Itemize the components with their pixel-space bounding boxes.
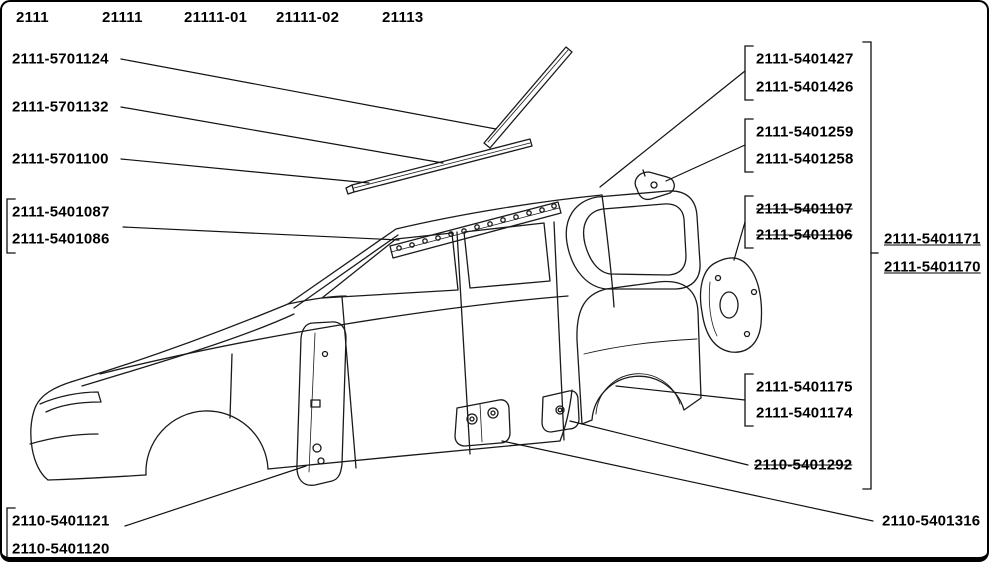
car-body-drawing [29,194,615,481]
model-code: 21111-01 [184,9,248,26]
model-code: 2111 [16,9,49,26]
bracket-right-pair-bracket [744,118,754,173]
part-label-5401174: 2111-5401174 [754,404,855,422]
part-label-5401170-replacement: 2111-5401170 [882,258,983,276]
model-code: 21111 [102,9,143,26]
part-label-5401171-replacement: 2111-5401171 [882,230,983,248]
bumper-line [29,433,99,445]
part-label-5401292-superseded: 2110-5401292 [752,456,855,474]
part-label-5401120: 2110-5401120 [10,540,112,558]
leader-5401259 [665,144,746,182]
model-code: 21113 [382,9,424,26]
leader-5401316 [501,440,874,522]
model-code: 21111-02 [276,9,340,26]
b-pillar-part [296,321,347,486]
leader-5401087 [122,226,400,241]
part-label-5401427: 2111-5401427 [754,50,856,68]
body-silhouette [30,194,603,481]
rear-door-window [463,222,551,289]
perforated-roof-side-member-part [389,201,562,259]
front-door-window [321,232,459,299]
rear-lower-open-edge [559,389,573,442]
part-label-5401107-superseded: 2111-5401107 [754,200,855,218]
bracket-left-pair-pillar [6,507,16,557]
part-label-5401175: 2111-5401175 [754,378,855,396]
leader-5701100 [120,158,370,184]
part-label-5701132: 2111-5701132 [10,98,111,116]
bracket-left-pair-rail [6,198,16,254]
hood-crease [81,313,295,387]
bracket-right-pair-window-frame [744,45,754,101]
exploded-parts [296,46,763,486]
rear-door-seam [553,221,565,441]
part-label-5701100: 2111-5701100 [10,150,111,168]
leader-lines [120,58,874,527]
part-label-5401121: 2110-5401121 [10,512,112,530]
rear-quarter-panel-part [576,280,702,425]
front-lower-edge [47,474,147,481]
part-label-5401087: 2111-5401087 [10,203,112,221]
leader-5401175 [615,385,746,401]
part-label-5401258: 2111-5401258 [754,150,856,168]
rear-quarter-window-frame-part [565,190,701,290]
part-label-5401316: 2110-5401316 [880,512,983,530]
bracket-far-right-group [862,41,872,490]
leader-5701132 [120,106,444,164]
roof-rail-middle-part [345,138,533,195]
part-label-5701124: 2111-5701124 [10,50,111,68]
leader-5401292 [569,420,749,466]
windshield-base [287,295,347,305]
leader-5401107 [733,221,746,261]
part-label-5401259: 2111-5401259 [754,123,856,141]
belt-line [99,295,569,375]
floor-plate-part [541,390,580,433]
a-pillar-inner [293,234,399,309]
part-label-5401106-superseded: 2111-5401106 [754,226,855,244]
roof-rail-upper-part [483,46,573,149]
bracket-right-pair-quarter [744,373,754,427]
front-door-seam [341,296,357,469]
part-label-5401086: 2111-5401086 [10,230,112,248]
front-wheel-arch [145,410,269,476]
wheel-arch-inner-panel-part [699,257,763,353]
leader-5701124 [120,58,497,130]
small-bracket-part [634,169,675,201]
part-label-5401426: 2111-5401426 [754,78,856,96]
bracket-right-pair-arch-old [744,195,754,249]
sill-line [267,440,561,470]
headlight [39,391,102,413]
floor-bracket-part [454,399,511,447]
leader-5401121 [124,465,307,527]
leader-5401427 [599,70,746,188]
fender-seam [229,353,233,419]
callout-brackets [6,41,879,557]
